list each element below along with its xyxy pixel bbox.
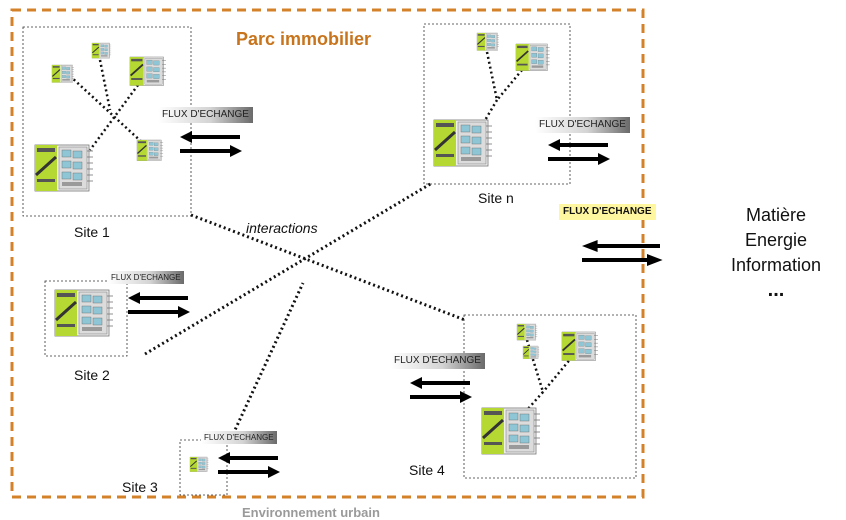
exchange-information: Information xyxy=(730,255,822,275)
building-icon xyxy=(129,56,167,87)
flux-tag: FLUX D'ECHANGE xyxy=(201,431,277,444)
environment-label: Environnement urbain xyxy=(242,505,380,520)
building-icon xyxy=(136,139,164,162)
building-icon xyxy=(189,456,210,473)
site-3-label: Site 3 xyxy=(122,479,158,495)
site-n-links xyxy=(482,51,523,123)
building-icon xyxy=(516,323,538,341)
building-icon xyxy=(33,143,95,193)
park-boundary xyxy=(10,8,645,499)
building-icon xyxy=(432,118,494,168)
site-n-box xyxy=(423,23,571,185)
exchange-arrows-icon xyxy=(408,375,474,405)
site-1-links xyxy=(69,59,146,151)
exchange-energie: Energie xyxy=(744,230,808,250)
interactions-label: interactions xyxy=(246,220,318,236)
site-2-label: Site 2 xyxy=(74,367,110,383)
site-4-label: Site 4 xyxy=(409,462,445,478)
site-1-box xyxy=(22,26,192,217)
exchange-more: ... xyxy=(767,279,785,301)
building-icon xyxy=(476,32,500,52)
flux-tag: FLUX D'ECHANGE xyxy=(390,353,485,369)
site-4-links xyxy=(525,339,573,411)
site-1-label: Site 1 xyxy=(74,224,110,240)
page-title: Parc immobilier xyxy=(236,29,372,49)
flux-tag: FLUX D'ECHANGE xyxy=(108,271,184,284)
building-icon xyxy=(561,331,599,362)
exchange-matiere: Matière xyxy=(745,205,807,225)
building-icon xyxy=(480,406,542,456)
building-icon xyxy=(522,345,540,360)
flux-tag-external: FLUX D'ECHANGE xyxy=(559,204,656,220)
interaction-lines xyxy=(144,181,466,444)
building-icon xyxy=(91,42,112,59)
building-icon xyxy=(53,288,115,338)
exchange-arrows-icon xyxy=(546,137,612,167)
site-n-label: Site n xyxy=(478,190,514,206)
building-icon xyxy=(51,64,75,84)
building-icon xyxy=(515,43,551,72)
exchange-arrows-icon xyxy=(126,290,192,320)
flux-tag: FLUX D'ECHANGE xyxy=(158,107,253,123)
site-3-box xyxy=(179,439,228,496)
exchange-arrows-icon xyxy=(582,240,663,266)
flux-tag: FLUX D'ECHANGE xyxy=(535,117,630,133)
exchange-list: Matière Energie Information ... xyxy=(706,203,846,303)
exchange-arrows-icon xyxy=(178,129,244,159)
site-2-box xyxy=(44,280,128,357)
